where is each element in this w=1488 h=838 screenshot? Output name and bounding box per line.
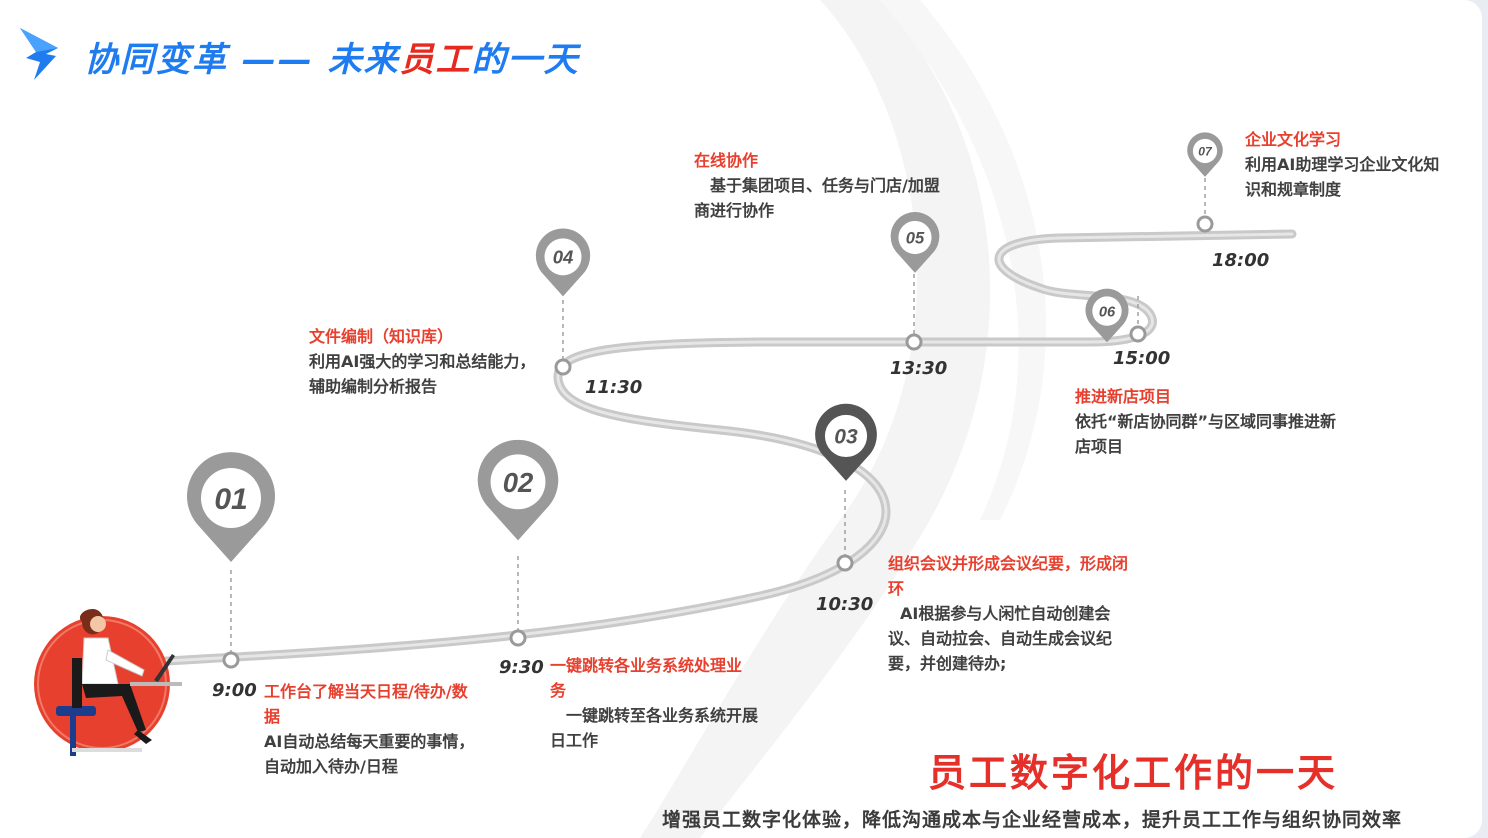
pin-number: 06 xyxy=(1099,304,1116,320)
time-06: 15:00 xyxy=(1113,348,1171,369)
time-03: 10:30 xyxy=(816,594,874,615)
step-02-heading: 一键跳转各业务系统处理业务 xyxy=(550,656,743,700)
step-01-heading: 工作台了解当天日程/待办/数据 xyxy=(264,682,468,726)
title-part-1: 协同变革 xyxy=(84,40,228,80)
title-dash: —— xyxy=(241,40,314,80)
step-03-body: AI根据参与人闲忙自动创建会议、自动拉会、自动生成会议纪要，并创建待办; xyxy=(888,604,1113,673)
pin-number: 04 xyxy=(553,247,574,268)
dot-02 xyxy=(509,629,527,647)
time-04: 11:30 xyxy=(585,377,643,398)
footer-title: 员工数字化工作的一天 xyxy=(928,751,1339,795)
pin-04: 04 xyxy=(535,228,591,297)
pin-01: 01 xyxy=(187,452,275,562)
step-03-heading: 组织会议并形成会议纪要，形成闭环 xyxy=(888,554,1129,598)
pin-05: 05 xyxy=(890,212,940,273)
pin-number: 01 xyxy=(214,483,247,516)
dot-03 xyxy=(836,554,854,572)
time-05: 13:30 xyxy=(890,358,948,379)
step-07-heading: 企业文化学习 xyxy=(1245,130,1342,149)
step-07-body: 利用AI助理学习企业文化知识和规章制度 xyxy=(1245,155,1440,199)
pin-number: 05 xyxy=(906,229,925,248)
pin-number: 02 xyxy=(503,467,534,498)
title-highlight: 员工 xyxy=(399,40,472,80)
time-07: 18:00 xyxy=(1212,250,1270,271)
step-05-heading: 在线协作 xyxy=(694,151,759,170)
pin-number: 07 xyxy=(1198,144,1213,158)
step-01-body: AI自动总结每天重要的事情，自动加入待办/日程 xyxy=(264,732,475,776)
time-01: 9:00 xyxy=(212,680,257,701)
step-05-body: 基于集团项目、任务与门店/加盟商进行协作 xyxy=(694,176,940,220)
dot-01 xyxy=(222,651,240,669)
pin-02: 02 xyxy=(477,439,559,541)
dot-07 xyxy=(1196,215,1214,233)
logo-icon xyxy=(20,28,58,80)
pin-number: 03 xyxy=(834,426,858,449)
time-02: 9:30 xyxy=(499,657,544,678)
title-part-2: 未来 xyxy=(327,40,400,80)
step-04-body: 利用AI强大的学习和总结能力，辅助编制分析报告 xyxy=(309,352,536,396)
pin-06: 06 xyxy=(1085,288,1129,343)
step-02-body: 一键跳转至各业务系统开展日工作 xyxy=(550,706,759,750)
title-part-3: 的一天 xyxy=(471,40,580,80)
worker-at-desk-illustration xyxy=(34,609,182,756)
dot-04 xyxy=(554,358,572,376)
dot-05 xyxy=(905,333,923,351)
footer-subtitle: 增强员工数字化体验，降低沟通成本与企业经营成本，提升员工工作与组织协同效率 xyxy=(662,809,1403,831)
pin-03: 03 xyxy=(815,403,877,481)
page-title: 协同变革 —— 未来员工的一天 xyxy=(84,32,580,81)
dot-06 xyxy=(1129,325,1147,343)
step-04-heading: 文件编制（知识库） xyxy=(309,327,454,346)
step-06-body: 依托“新店协同群”与区域同事推进新店项目 xyxy=(1075,412,1337,456)
step-06-heading: 推进新店项目 xyxy=(1075,387,1172,406)
pin-07: 07 xyxy=(1187,132,1223,177)
